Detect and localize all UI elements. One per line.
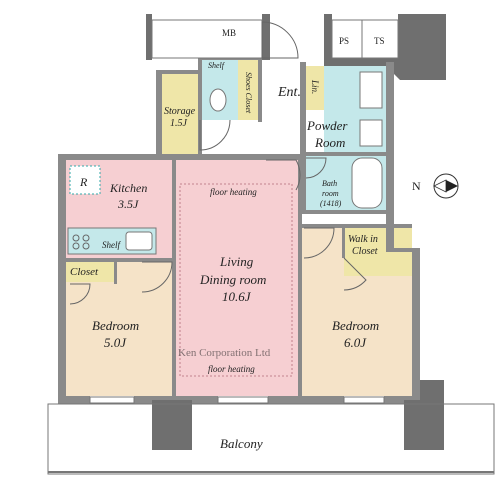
door-entrance (261, 21, 299, 59)
wall-mb-right (262, 14, 270, 60)
wall-walkin-left (342, 228, 345, 258)
wall-bottom-right (384, 396, 420, 404)
wall-bath-bottom (302, 210, 390, 214)
wall-kitchen-living (172, 160, 176, 400)
bedroom-left-area (66, 260, 174, 396)
label-floor-heating-top: floor heating (210, 187, 257, 197)
shower-tray (359, 119, 383, 147)
kitchen-sink (125, 231, 153, 251)
ps-box (331, 19, 363, 59)
label-storage-size: 1.5J (170, 118, 188, 129)
mb-box (151, 19, 263, 59)
column-right (420, 380, 444, 410)
closet-area (66, 260, 116, 282)
label-bath-3: (1418) (320, 199, 342, 208)
wall-ps-left (324, 14, 332, 62)
label-shelf-kitchen: Shelf (102, 240, 121, 250)
window-bedroom-left (89, 396, 135, 404)
wall-storage-left (156, 70, 162, 160)
label-walk-in-2: Closet (352, 246, 378, 257)
door-bath (305, 157, 327, 179)
door-storage (199, 119, 231, 151)
wall-bottom-mid-right (268, 396, 344, 404)
storage-area (162, 74, 198, 158)
label-bedroom-right-size: 6.0J (344, 335, 367, 350)
label-ps: PS (339, 36, 349, 46)
label-kitchen-size: 3.5J (117, 197, 139, 211)
column-balcony-left (152, 400, 192, 450)
wall-bedroom-left-top (66, 258, 174, 262)
wall-top-living (176, 154, 300, 160)
wall-ps-bottom (324, 58, 404, 66)
wall-powder-bath (302, 152, 390, 156)
wall-left (58, 156, 66, 400)
label-ent: Ent. (277, 85, 301, 100)
wall-closet-right (114, 260, 117, 284)
balcony-outline (47, 403, 495, 475)
ts-box (361, 19, 399, 59)
door-kitchen (266, 159, 301, 191)
door-bedroom-left (141, 261, 173, 293)
wall-bedroom-right-top (300, 224, 412, 228)
wall-right-step2 (386, 248, 420, 252)
wall-right-step (386, 210, 394, 250)
wall-wet-right (386, 62, 394, 212)
window-living (217, 396, 269, 404)
label-living-2: Dining room (199, 272, 266, 287)
bathtub (351, 157, 383, 209)
label-powder-room-2: Room (314, 135, 345, 150)
label-bath-1: Bath (322, 179, 337, 188)
wall-storage-top (156, 70, 200, 74)
label-living-size: 10.6J (222, 289, 252, 304)
toilet-ent (209, 88, 227, 112)
label-north: N (412, 179, 421, 193)
living-area (174, 160, 300, 396)
floor-heating-zone (179, 183, 293, 377)
label-r: R (79, 175, 88, 189)
label-ts: TS (374, 36, 385, 46)
watermark: Ken Corporation Ltd (178, 347, 271, 359)
label-powder-room-1: Powder (306, 118, 348, 133)
wall-top-kitchen (58, 154, 178, 160)
linen-area (306, 66, 324, 110)
label-shelf-top: Shelf (208, 61, 226, 70)
label-closet: Closet (70, 266, 99, 278)
wall-shoes-right (258, 56, 262, 122)
wall-right-outer (412, 250, 420, 400)
wall-mb-left (146, 14, 152, 60)
label-bedroom-left-size: 5.0J (104, 335, 127, 350)
label-bath-2: room (322, 189, 339, 198)
north-compass-icon (433, 173, 459, 199)
cooktop-icon (72, 234, 90, 250)
wall-top-right-corner (386, 14, 446, 80)
refrigerator-box (69, 165, 101, 195)
door-closet (69, 283, 91, 305)
door-walkin (343, 257, 367, 291)
wash-basin (359, 71, 383, 109)
label-kitchen: Kitchen (109, 181, 147, 195)
label-living-1: Living (219, 254, 254, 269)
label-bedroom-right: Bedroom (332, 318, 379, 333)
wall-powder-left (300, 110, 306, 214)
label-shoes-closet: Shoes Closet (244, 72, 253, 114)
label-balcony: Balcony (220, 436, 263, 451)
door-bedroom-right (303, 227, 335, 259)
shoes-closet-area (238, 60, 258, 120)
label-walk-in-1: Walk in (348, 234, 378, 245)
label-floor-heating-bottom: floor heating (208, 364, 255, 374)
wall-ent-right (300, 62, 306, 110)
wall-storage-right (198, 56, 202, 160)
wall-living-bedroom (298, 160, 302, 400)
label-lin: Lin. (310, 79, 320, 94)
label-storage: Storage (164, 106, 196, 117)
label-bedroom-left: Bedroom (92, 318, 139, 333)
window-bedroom-right (343, 396, 385, 404)
wall-bottom-left (58, 396, 90, 404)
label-mb: MB (222, 28, 236, 38)
